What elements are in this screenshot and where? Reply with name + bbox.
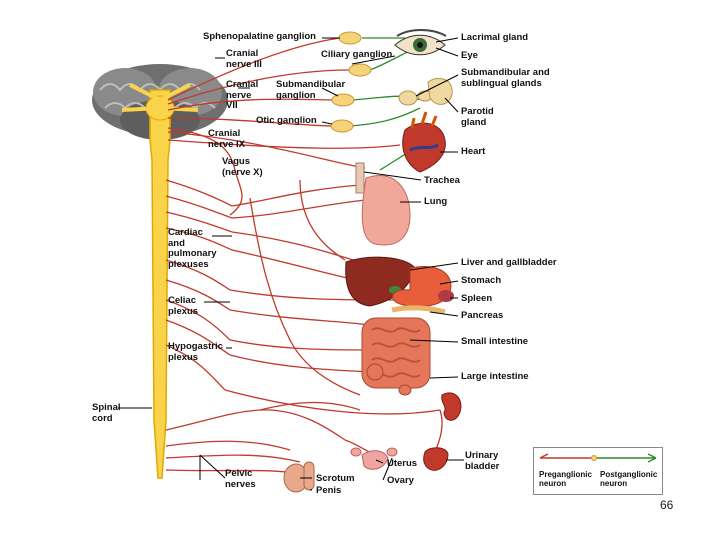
stomach-organ: [392, 266, 452, 308]
label-submandibular-ganglion: Submandibular ganglion: [276, 79, 346, 101]
label-heart: Heart: [461, 146, 486, 157]
label-cardiac-plexuses: Cardiac and pulmonary plexuses: [168, 227, 217, 270]
label-scrotum: Scrotum: [316, 473, 355, 484]
label-otic-ganglion: Otic ganglion: [256, 115, 317, 126]
label-stomach: Stomach: [461, 275, 502, 286]
label-lacrimal-gland: Lacrimal gland: [461, 32, 529, 43]
uterus-organ: [350, 447, 398, 470]
male-genitalia: [283, 461, 315, 493]
label-sphenopalatine-ganglion: Sphenopalatine ganglion: [203, 31, 316, 42]
label-cranial-nerve-ix: Cranial nerve IX: [208, 128, 245, 150]
label-spleen: Spleen: [461, 293, 493, 304]
spleen-pancreas: [391, 290, 454, 315]
spinal-cord: [121, 83, 199, 479]
label-pelvic-nerves: Pelvic nerves: [225, 468, 256, 490]
ganglia: [330, 31, 372, 133]
label-spinal-cord: Spinal cord: [92, 402, 121, 424]
kidney-organ: [441, 392, 462, 421]
label-parotid-gland: Parotid gland: [461, 106, 494, 128]
salivary-glands: [398, 78, 453, 106]
label-ciliary-ganglion: Ciliary ganglion: [321, 49, 393, 60]
preganglionic-fibers: [165, 37, 443, 475]
label-pancreas: Pancreas: [461, 310, 504, 321]
legend-postganglionic: Postganglionic neuron: [600, 470, 658, 488]
label-large-intestine: Large intestine: [461, 371, 529, 382]
legend: Preganglionic neuron Postganglionic neur…: [533, 447, 663, 495]
label-cranial-nerve-vii: Cranial nerve VII: [226, 79, 259, 111]
label-ovary: Ovary: [387, 475, 414, 486]
label-vagus-nerve: Vagus (nerve X): [222, 156, 263, 178]
eye-organ: [394, 29, 447, 56]
legend-line-samples: [539, 453, 657, 463]
label-uterus: Uterus: [387, 458, 418, 469]
label-hypogastric-plexus: Hypogastric plexus: [168, 341, 223, 363]
bladder-organ: [423, 447, 449, 471]
label-small-intestine: Small intestine: [461, 336, 529, 347]
leader-lines: [118, 37, 464, 491]
heart-organ: [402, 111, 446, 173]
label-trachea: Trachea: [424, 175, 460, 186]
label-celiac-plexus: Celiac plexus: [168, 295, 199, 317]
label-penis: Penis: [316, 485, 342, 496]
page-number: 66: [660, 498, 674, 512]
label-submandibular-sublingual-glands: Submandibular and sublingual glands: [461, 67, 550, 89]
label-cranial-nerve-iii: Cranial nerve III: [226, 48, 262, 70]
intestines: [361, 317, 431, 396]
label-eye: Eye: [461, 50, 478, 61]
label-liver-gallbladder: Liver and gallbladder: [461, 257, 557, 268]
lung-organ: [355, 162, 411, 246]
label-urinary-bladder: Urinary bladder: [465, 450, 500, 472]
label-lung: Lung: [424, 196, 448, 207]
legend-preganglionic: Preganglionic neuron: [539, 470, 592, 488]
